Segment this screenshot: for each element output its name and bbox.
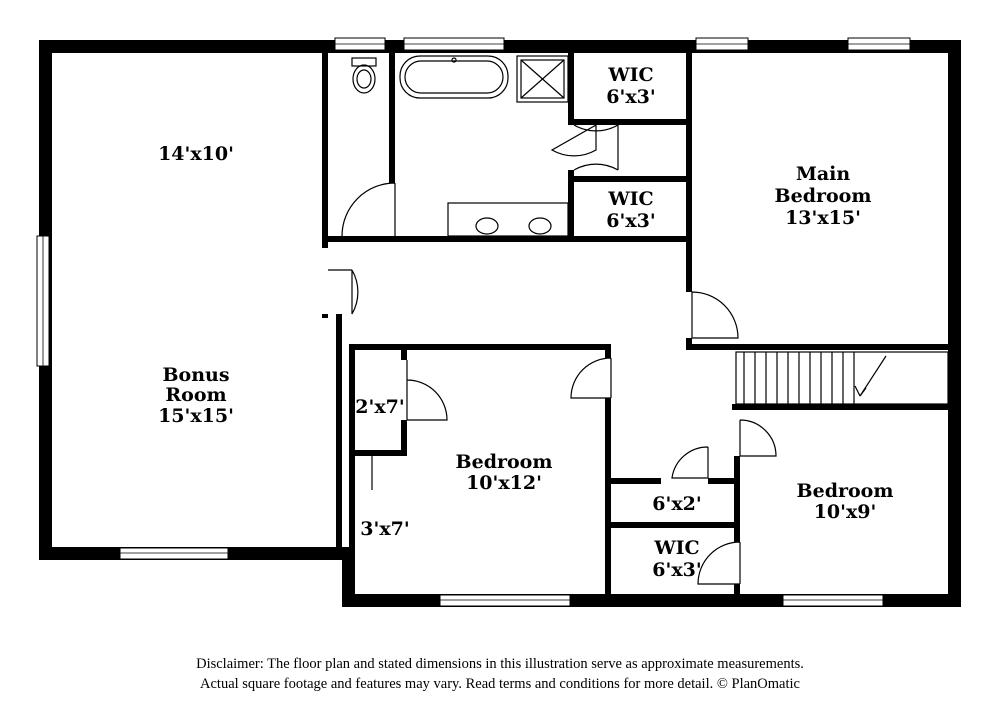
closet-2x7-dims: 2'x7' [355,396,404,418]
main-bedroom-name-1: Main [796,163,851,185]
wic-bottom-dims: 6'x3' [652,559,701,581]
bedroom-center-name: Bedroom [456,451,553,473]
staircase [735,351,949,405]
door-swing [341,182,396,237]
interior-walls [322,53,954,598]
door-swing [739,419,777,457]
door-swing [691,291,739,339]
closet-6x2-dims: 6'x2' [652,493,701,515]
wic-mid-name: WIC [607,188,653,210]
door-swing [573,150,619,171]
bedroom-center-dims: 10'x12' [466,472,542,494]
toilet-icon [351,57,377,94]
wic-mid-dims: 6'x3' [606,210,655,232]
doors [328,123,777,585]
bedroom-right-dims: 10'x9' [814,501,877,523]
wic-top-dims: 6'x3' [606,86,655,108]
main-bedroom-name-2: Bedroom [775,185,872,207]
disclaimer-line-1: Disclaimer: The floor plan and stated di… [196,656,804,672]
wic-top-name: WIC [607,64,653,86]
door-swing [406,360,448,421]
bathtub-icon [399,55,509,99]
windows [36,37,911,607]
main-bedroom-dims: 13'x15' [785,207,861,229]
door-swing [671,446,709,479]
bathroom-fixtures [351,55,569,237]
room-dims-upper-left: 14'x10' [158,143,234,165]
closet-3x7-dims: 3'x7' [360,518,409,540]
bedroom-right-name: Bedroom [797,480,894,502]
floor-plan: 14'x10' Bonus Room 15'x15' WIC 6'x3' WIC… [36,37,961,607]
door-swing [570,357,612,399]
door-swing [328,269,359,315]
bonus-room-dims: 15'x15' [158,405,234,427]
shower-icon [520,59,565,99]
double-vanity-icon [447,202,569,237]
bonus-room-name-2: Room [165,384,226,406]
room-labels: 14'x10' Bonus Room 15'x15' WIC 6'x3' WIC… [158,64,893,581]
bonus-room-name-1: Bonus [162,364,229,386]
door-swing [697,541,741,585]
door-swing [550,123,597,157]
door-swing [573,124,619,150]
disclaimer-line-2: Actual square footage and features may v… [200,676,800,692]
wic-bottom-name: WIC [653,537,699,559]
